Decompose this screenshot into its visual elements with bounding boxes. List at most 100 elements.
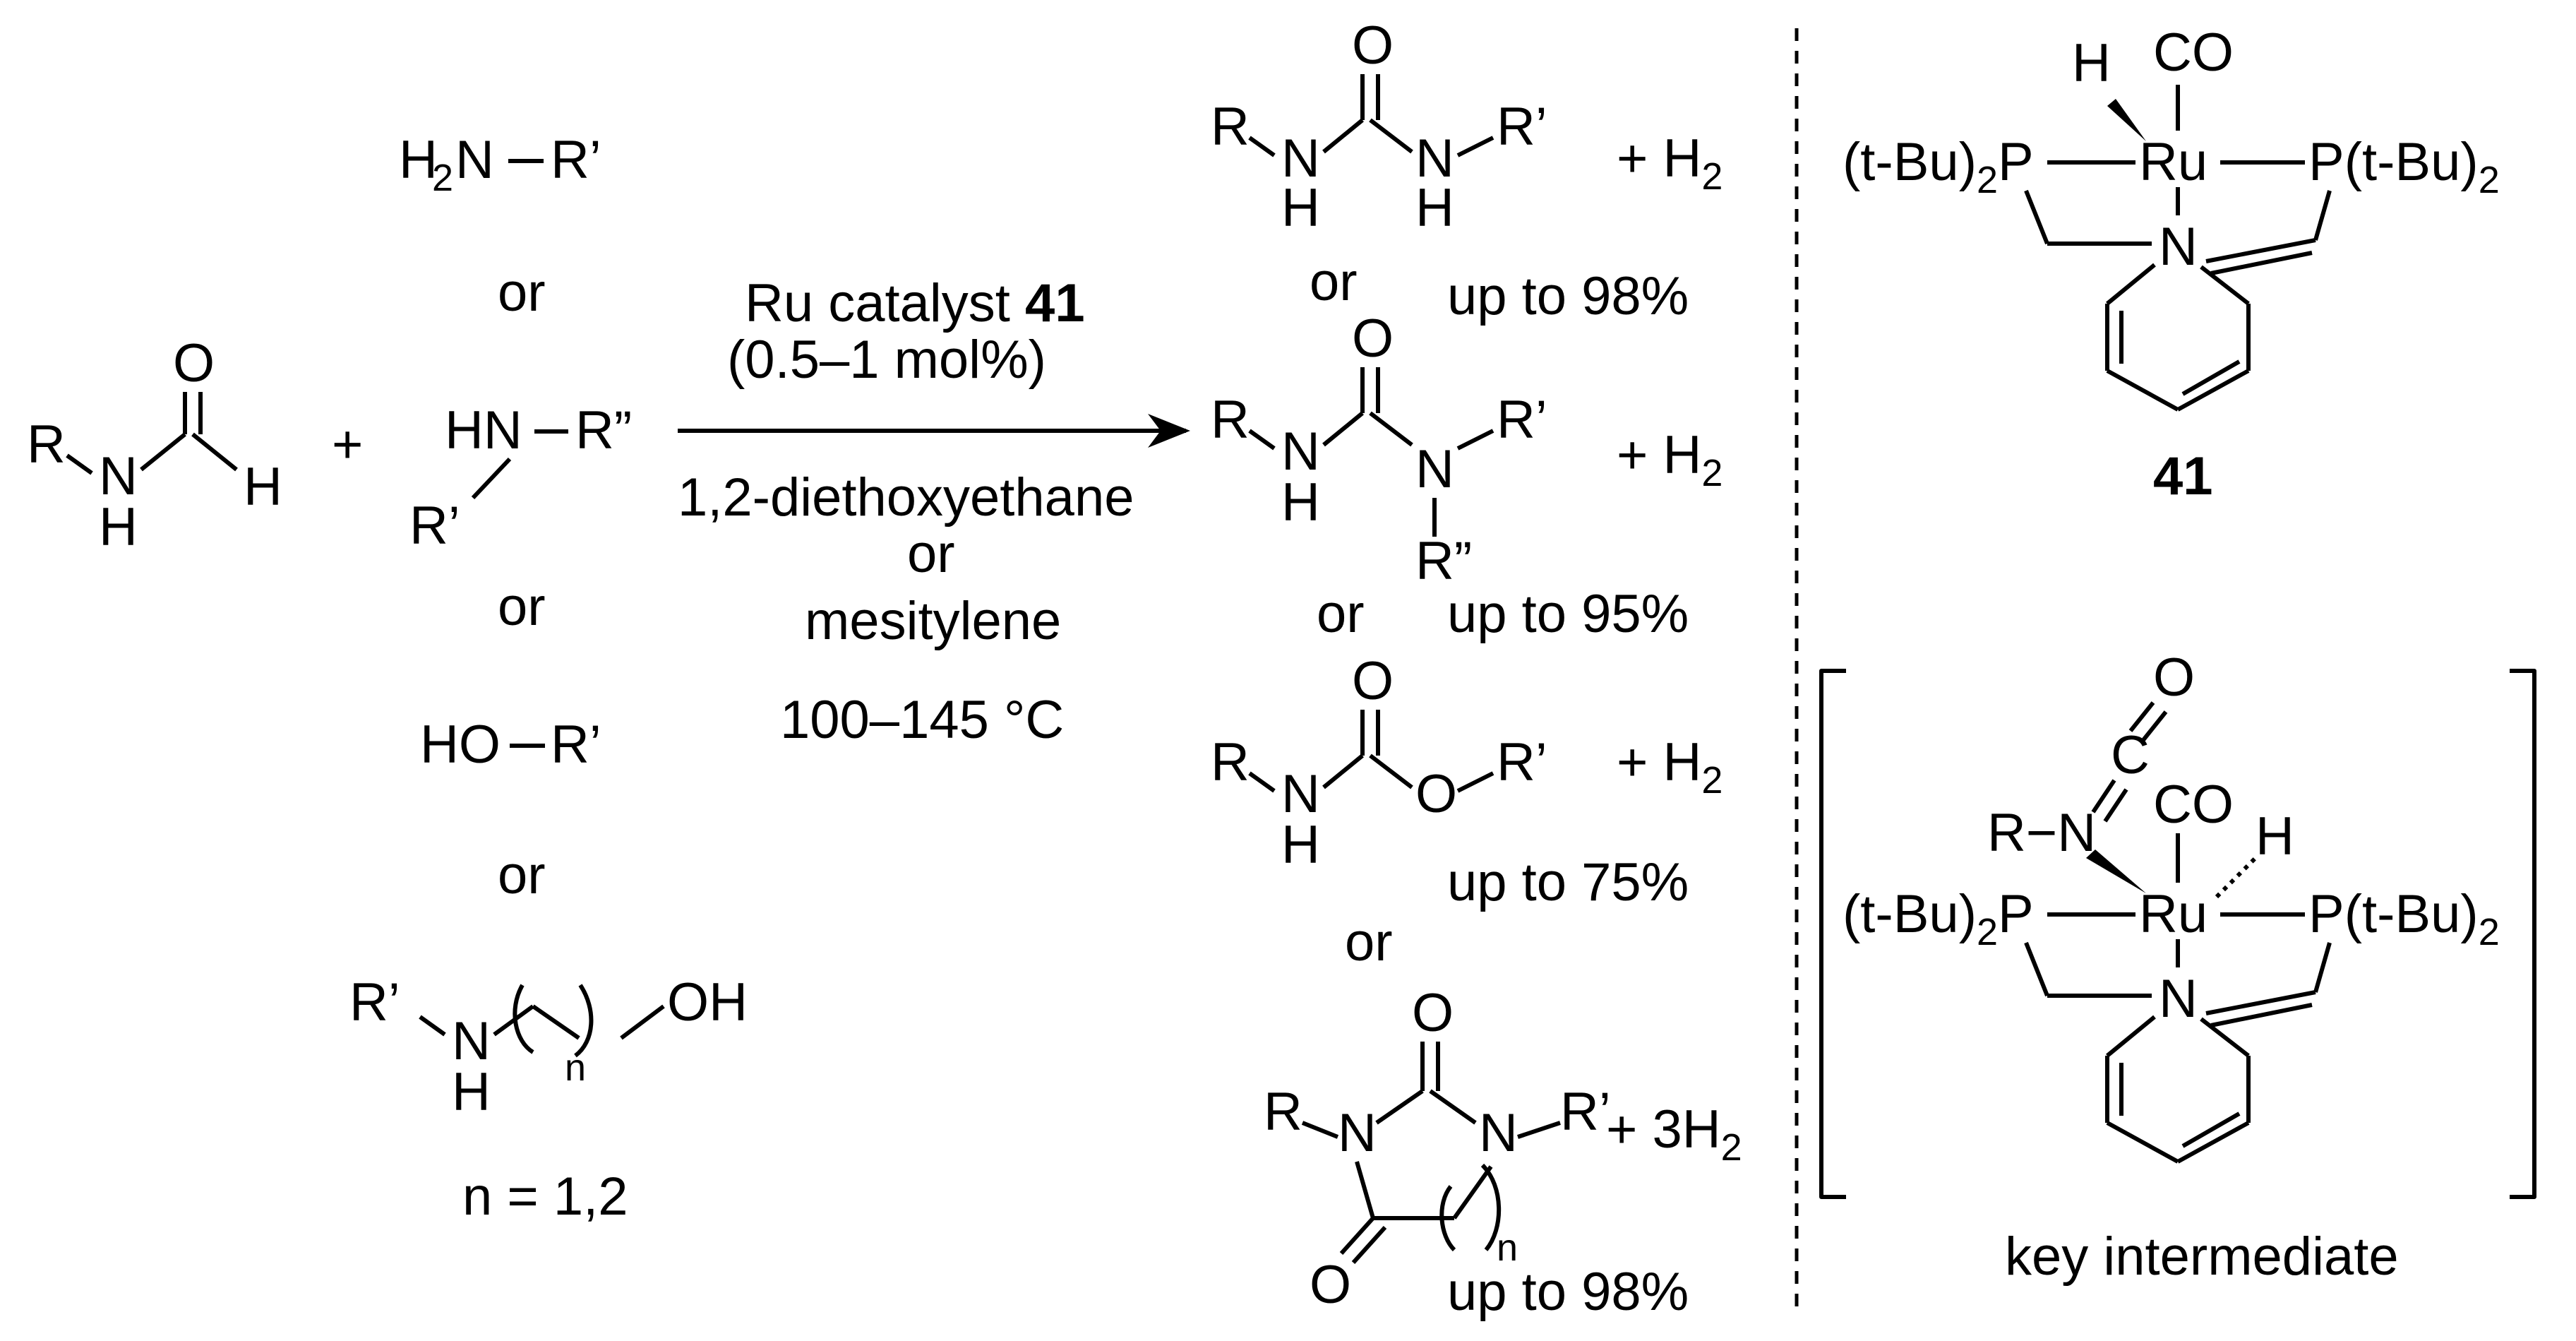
r-prime-label: R’ [1497, 390, 1547, 450]
ring-bond [2200, 265, 2250, 306]
n-atom: N [1415, 129, 1454, 189]
catalyst-loading: (0.5–1 mol%) [727, 330, 1046, 390]
n-definition: n = 1,2 [462, 1167, 628, 1227]
n-atom: N [1281, 764, 1320, 824]
bond [1429, 1089, 1477, 1125]
h-atom: H [1281, 178, 1320, 238]
bond [1248, 136, 1276, 157]
yield: up to 98% [1447, 1262, 1689, 1322]
r-label: R [1211, 97, 1250, 157]
bond [1322, 411, 1364, 447]
r-prime-label: R’ [1497, 732, 1547, 792]
n-atom: N [1281, 129, 1320, 189]
repeat-bracket-right [1480, 1163, 1502, 1251]
primary-amine: H 2 N R’ [399, 130, 601, 199]
product-hydantoin: R N O N R’ + 3H2 O n up to 98% [1264, 983, 1742, 1322]
bond [1248, 771, 1276, 793]
yield: up to 75% [1447, 852, 1689, 912]
formamide-reactant: R N H O H [27, 333, 282, 557]
bond [2024, 189, 2049, 245]
repeat-bracket-left [1439, 1185, 1456, 1252]
or-text: or [498, 845, 546, 905]
o-atom: O [1415, 764, 1457, 824]
o-atom: O [1352, 309, 1394, 369]
yield: up to 98% [1447, 266, 1689, 326]
n-atom: N [1415, 439, 1454, 499]
bond [2205, 990, 2316, 1015]
bond [1375, 1089, 1424, 1125]
bond [140, 432, 186, 472]
r-label: R [1211, 732, 1250, 792]
bracket-right [2510, 669, 2536, 1199]
reaction-conditions: Ru catalyst 41 (0.5–1 mol%) 1,2-diethoxy… [678, 273, 1190, 750]
n-subscript: n [565, 1047, 586, 1089]
cumulene-bond [2141, 710, 2168, 741]
h-atom: H [1415, 178, 1454, 238]
bond [1456, 136, 1494, 157]
cumulene-bond [2091, 779, 2116, 813]
r-prime-label: R’ [1497, 97, 1547, 157]
bond [2024, 941, 2049, 997]
carbonyl-bond [1351, 1225, 1387, 1265]
carbonyl-bond [1339, 1216, 1375, 1256]
bond [1517, 1121, 1561, 1139]
r-label: R [1211, 390, 1250, 450]
n-atom: N [455, 130, 494, 190]
co-ligand: CO [2153, 775, 2234, 835]
or-text: or [1317, 584, 1365, 644]
ru-atom: Ru [2139, 884, 2207, 944]
ring-bond [2106, 369, 2179, 412]
secondary-amine: HN R” R’ [409, 400, 632, 556]
bond [1248, 429, 1276, 451]
o-atom: O [1352, 651, 1394, 711]
n-atom: N [1338, 1103, 1377, 1163]
h-atom: H [452, 1062, 491, 1122]
n-atom: N [2159, 217, 2198, 277]
catalyst-label: Ru catalyst 41 [745, 273, 1085, 333]
o-atom: O [173, 333, 215, 393]
product-trisubstituted-urea: R N H O N R’ R” + H2 or up to 95% [1211, 309, 1723, 644]
amino-alcohol: R’ N H n OH [349, 972, 748, 1122]
co-ligand: CO [2153, 23, 2234, 83]
r-prime-label: R’ [409, 496, 460, 556]
product-carbamate: R N H O O R’ + H2 up to 75% or [1211, 651, 1723, 972]
h-atom: H [1281, 815, 1320, 875]
phosphine-left: (t-Bu)2P [1843, 132, 2034, 201]
bond [620, 1004, 665, 1040]
repeat-bracket-right [574, 984, 594, 1058]
bond [1322, 118, 1364, 154]
h-ligand: H [2256, 806, 2294, 866]
bond [191, 432, 238, 472]
alcohol: HO R’ [420, 715, 601, 775]
r-prime-label: R’ [349, 972, 400, 1032]
wedge-bond [2107, 99, 2146, 141]
ring-bond [2181, 1111, 2241, 1148]
bond [2313, 942, 2332, 993]
ring-bond [2200, 1017, 2250, 1058]
hydrogen-byproduct: + H2 [1617, 425, 1723, 494]
bond [1452, 1165, 1493, 1220]
or-text: or [1345, 912, 1393, 972]
h-atom: H [99, 497, 138, 557]
product-urea: R N H O N H R’ + H2 or up to 98% [1211, 16, 1723, 326]
bond [2205, 238, 2316, 263]
n-atom: N [452, 1011, 491, 1071]
bond [1369, 118, 1413, 154]
phosphine-right: P(t-Bu)2 [2308, 132, 2500, 201]
bond [1369, 411, 1413, 447]
hydrogen-byproduct: + 3H2 [1606, 1099, 1742, 1169]
key-intermediate-structure: O C R−N CO H Ru (t-Bu)2P P(t-Bu)2 N key … [1819, 648, 2536, 1287]
catalyst-number: 41 [2153, 446, 2213, 506]
r-prime-label: R’ [551, 715, 601, 775]
cumulene-bond [2128, 701, 2155, 732]
n-atom: N [99, 446, 138, 506]
o-atom: O [1412, 983, 1454, 1043]
r-prime-label: R’ [551, 130, 601, 190]
repeat-bracket-left [513, 984, 534, 1054]
ring-bond [2181, 359, 2241, 396]
ho-atom: HO [420, 715, 501, 775]
n-atom: N [1479, 1103, 1518, 1163]
ring-bond [2106, 1015, 2156, 1058]
bond [2313, 190, 2332, 241]
bond [1456, 429, 1494, 451]
